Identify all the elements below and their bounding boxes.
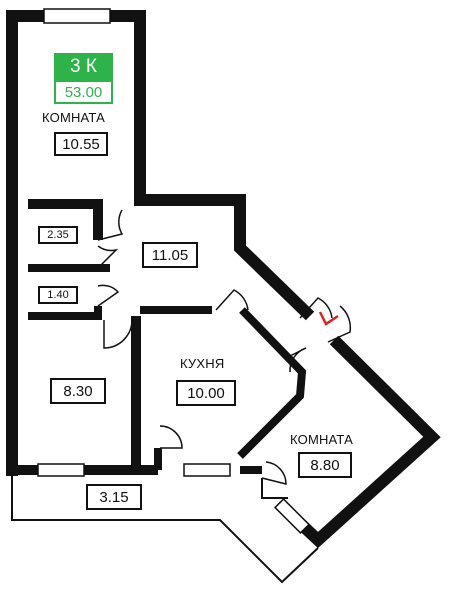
balcony-side — [261, 478, 288, 499]
partition-kitchen-right — [237, 307, 307, 459]
doors — [97, 209, 352, 485]
door-room2 — [285, 347, 307, 373]
window-kitchen — [183, 463, 231, 477]
bedroom-small-area: 8.30 — [50, 378, 106, 404]
window-right — [273, 497, 311, 535]
window-top — [43, 8, 111, 24]
door-entry-left — [299, 297, 333, 319]
kitchen-name: КУХНЯ — [180, 356, 225, 371]
balcony-area: 3.15 — [86, 484, 142, 510]
bath-1-area: 2.35 — [38, 226, 78, 244]
outer-wall-left-top — [6, 10, 315, 476]
balcony-outline — [11, 476, 319, 584]
room-2-area: 8.80 — [298, 452, 352, 478]
entry-arrow-icon — [318, 311, 339, 326]
door-entry-right — [327, 305, 352, 343]
door-kitchen-balcony — [159, 425, 183, 449]
partitions — [28, 199, 307, 470]
windows — [37, 8, 311, 535]
apartment-total-area: 53.00 — [54, 80, 113, 104]
partition-bath2-bottom — [28, 306, 102, 320]
room-1-area: 10.55 — [54, 132, 108, 156]
room-1-name: КОМНАТА — [42, 110, 105, 125]
room-2-name: КОМНАТА — [290, 432, 353, 447]
door-bath2 — [97, 284, 120, 307]
partition-room1-bottom — [28, 199, 103, 240]
door-room2-balcony — [261, 461, 287, 485]
door-small-room — [103, 319, 133, 349]
hall-area: 11.05 — [142, 242, 198, 268]
kitchen-area: 10.00 — [176, 380, 236, 406]
bath-2-area: 1.40 — [38, 286, 78, 304]
window-left-bottom — [37, 463, 85, 477]
apartment-type-badge: 3 К — [54, 53, 113, 81]
door-bath1 — [97, 245, 119, 269]
door-kitchen — [215, 289, 249, 311]
door-room1 — [97, 209, 124, 241]
